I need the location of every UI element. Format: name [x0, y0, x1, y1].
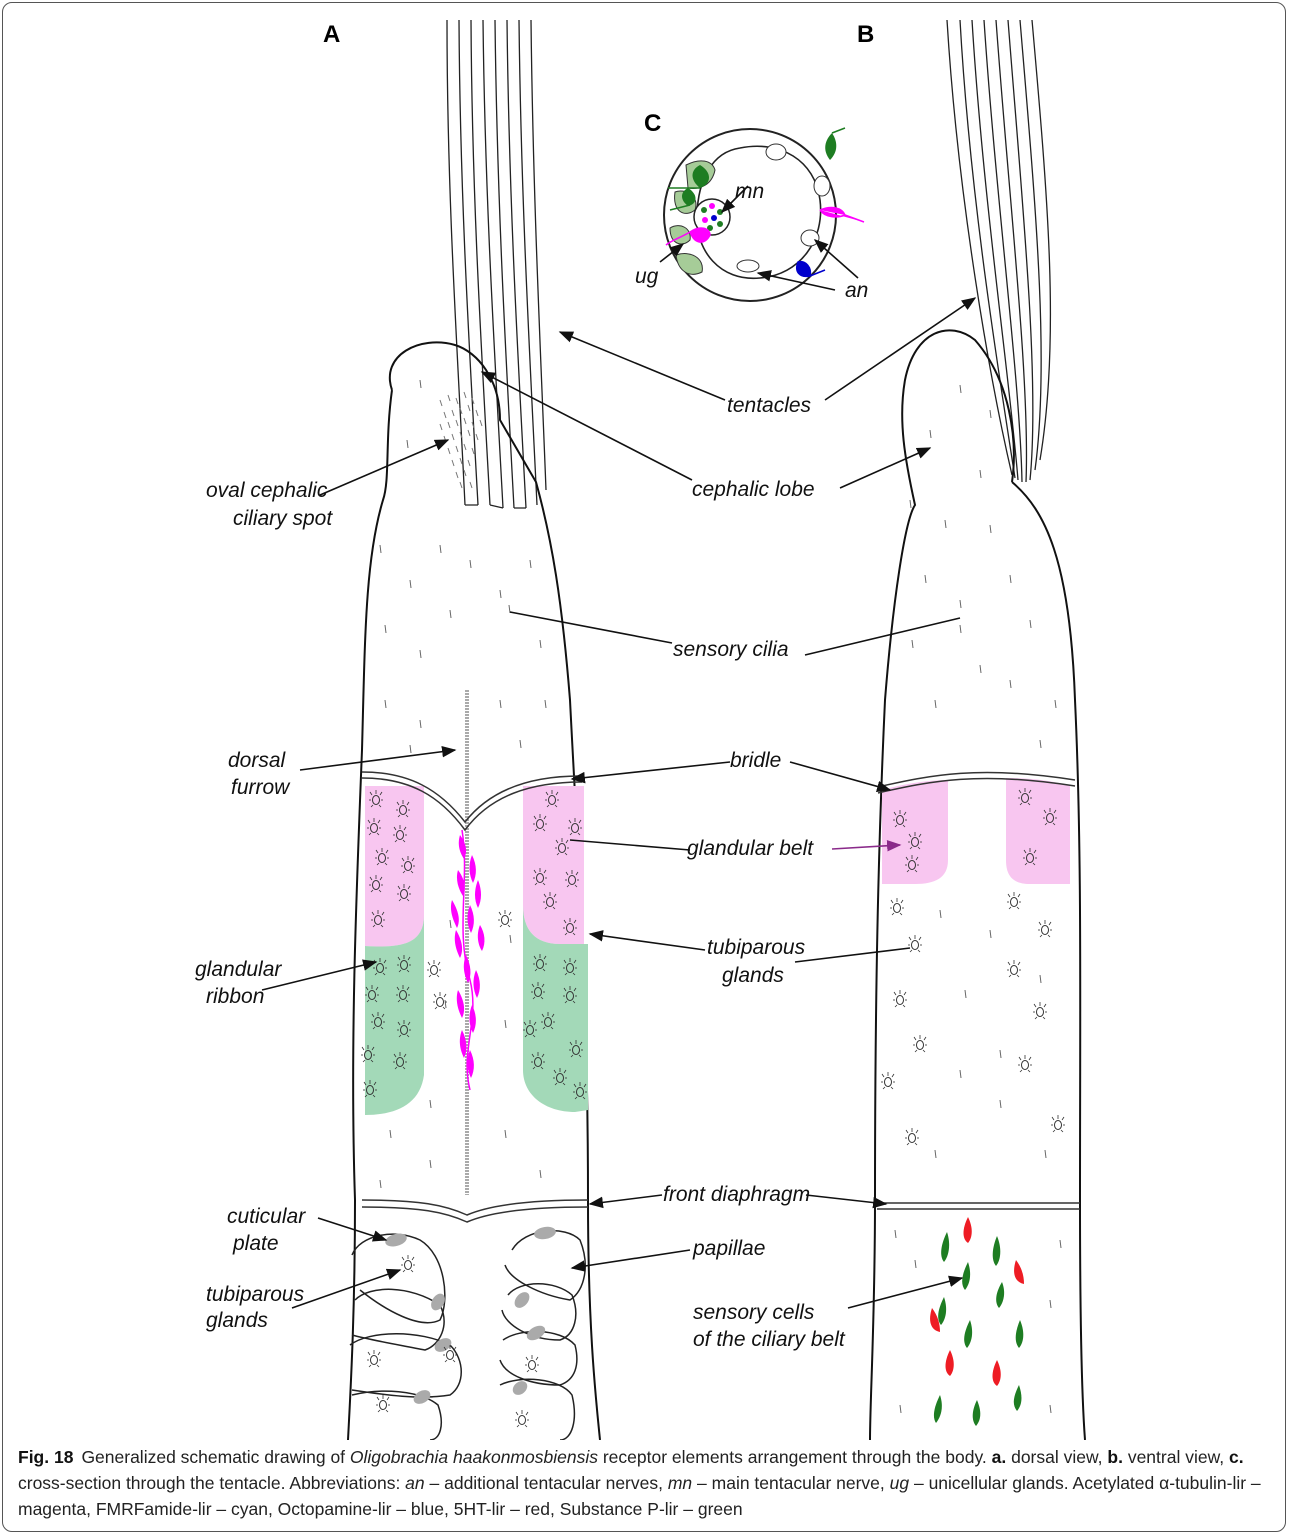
- label-sensory-cells-1: sensory cells: [693, 1301, 815, 1324]
- label-tentacles: tentacles: [727, 394, 812, 417]
- leader-lines: [262, 186, 975, 1308]
- glandular-belt-b-right: [1006, 778, 1070, 884]
- label-oval-spot-1: oval cephalic: [206, 479, 328, 502]
- label-an: an: [845, 279, 868, 302]
- panel-a-dorsal-view: [348, 20, 600, 1440]
- label-tubiparous-2: glands: [722, 964, 784, 987]
- caption-text-4: ventral view,: [1123, 1447, 1229, 1467]
- label-glandular-ribbon-1: glandular: [195, 958, 282, 981]
- label-dorsal-furrow-2: furrow: [231, 776, 291, 799]
- glands-a-lower: [367, 1255, 539, 1427]
- caption-text-1: Generalized schematic drawing of: [81, 1447, 349, 1467]
- label-cuticular-plate-2: plate: [232, 1232, 279, 1255]
- figure-number: Fig. 18: [18, 1447, 73, 1467]
- caption-text-6: – additional tentacular nerves,: [425, 1473, 668, 1493]
- panel-b-ventral-view: [870, 20, 1085, 1440]
- body-outline-b: [870, 330, 1085, 1440]
- caption-text-7: – main tentacular nerve,: [692, 1473, 889, 1493]
- label-cuticular-plate-1: cuticular: [227, 1205, 306, 1228]
- panel-label-a: A: [323, 21, 340, 48]
- label-tubiparous-1: tubiparous: [707, 936, 806, 959]
- label-glandular-belt: glandular belt: [687, 837, 814, 860]
- caption-text-5: cross-section through the tentacle. Abbr…: [18, 1473, 405, 1493]
- sensory-cells-ciliary-belt: [930, 1217, 1024, 1426]
- sensory-cilia-b: [895, 385, 1061, 1413]
- panel-label-c: C: [644, 110, 661, 137]
- caption-an: an: [405, 1473, 424, 1493]
- label-bridle: bridle: [730, 749, 781, 772]
- label-oval-spot-2: ciliary spot: [233, 507, 333, 530]
- label-ug: ug: [635, 265, 659, 288]
- panel-label-b: B: [857, 21, 874, 48]
- caption-text-2: receptor elements arrangement through th…: [598, 1447, 992, 1467]
- caption-species: Oligobrachia haakonmosbiensis: [350, 1447, 598, 1467]
- tentacles-a: [447, 20, 546, 508]
- front-diaphragm-b: [877, 1203, 1080, 1209]
- tentacles-b: [947, 20, 1050, 482]
- caption-c: c.: [1229, 1447, 1244, 1467]
- label-mn: mn: [735, 180, 764, 203]
- glandular-belt-a-left: [365, 786, 424, 946]
- glandular-belt-a-right: [523, 786, 584, 944]
- label-cephalic-lobe: cephalic lobe: [692, 478, 815, 501]
- caption-b: b.: [1107, 1447, 1123, 1467]
- label-sensory-cilia: sensory cilia: [673, 638, 789, 661]
- caption-ug: ug: [890, 1473, 909, 1493]
- label-dorsal-furrow-1: dorsal: [228, 749, 287, 772]
- label-glandular-ribbon-2: ribbon: [206, 985, 264, 1008]
- label-front-diaphragm: front diaphragm: [663, 1183, 810, 1206]
- label-sensory-cells-2: of the ciliary belt: [693, 1328, 846, 1351]
- label-tubiparous-lower-1: tubiparous: [206, 1283, 305, 1306]
- schematic-figure: A B C mn ug an tentacles cephalic lobe o…: [0, 0, 1290, 1440]
- caption-mn: mn: [668, 1473, 692, 1493]
- caption-a: a.: [992, 1447, 1007, 1467]
- label-papillae: papillae: [692, 1237, 765, 1260]
- label-tubiparous-lower-2: glands: [206, 1309, 268, 1332]
- caption-text-3: dorsal view,: [1006, 1447, 1107, 1467]
